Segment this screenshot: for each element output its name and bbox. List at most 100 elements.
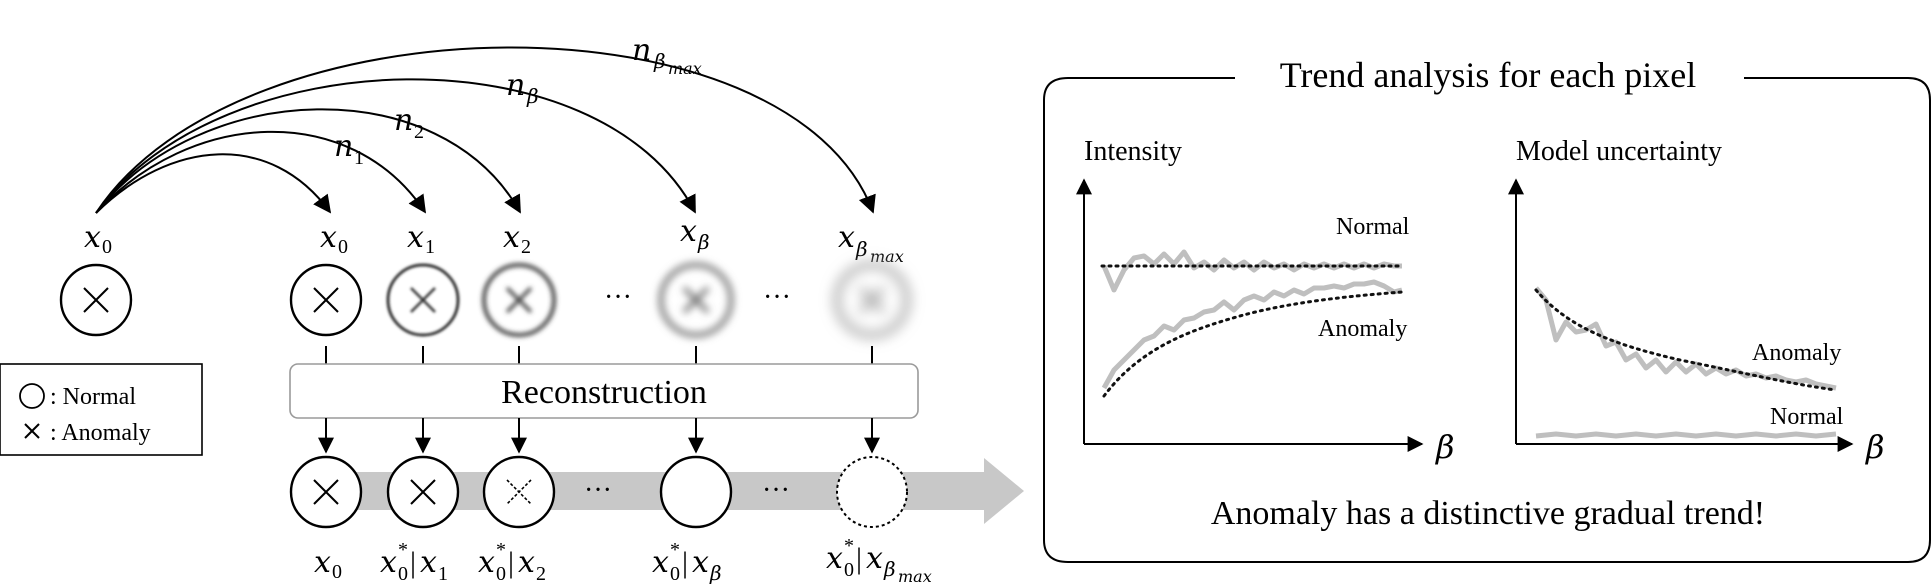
svg-text:2: 2 (536, 563, 546, 585)
chart-intensity: Intensity β Normal Anomaly (1076, 136, 1455, 466)
svg-text:*: * (670, 539, 680, 561)
trend-panel-footer: Anomaly has a distinctive gradual trend! (1211, 495, 1765, 532)
ellipsis-bottom-1: ··· (584, 475, 612, 506)
svg-text:0: 0 (338, 236, 348, 258)
svg-text:β: β (697, 230, 710, 254)
legend-anomaly-symbol (24, 423, 40, 439)
svg-text:x: x (320, 220, 337, 255)
output-label-x2: x * 0 | x 2 (478, 539, 546, 585)
legend-normal-label: : Normal (50, 384, 136, 410)
chart-intensity-xlabel: β (1435, 428, 1455, 466)
noisy-circle-x0 (289, 263, 363, 337)
noisy-circle-xbetamax (833, 261, 911, 339)
output-label-xbetamax: x * 0 | x β max (826, 535, 932, 586)
legend: : Normal : Anomaly (0, 363, 203, 456)
chart-uncertainty-anomaly-line (1534, 286, 1837, 391)
noise-label-nbeta: n β (506, 68, 539, 108)
chart-uncertainty: Model uncertainty β Anomaly Normal (1508, 136, 1885, 466)
svg-text:x: x (838, 220, 855, 255)
svg-text:0: 0 (496, 563, 506, 585)
ellipsis-top-1: ··· (604, 282, 632, 313)
svg-text:|: | (508, 546, 514, 579)
svg-text:n: n (632, 33, 651, 68)
output-label-x0: x 0 (314, 545, 342, 583)
output-label-x1: x * 0 | x 1 (380, 539, 448, 585)
svg-text:β: β (855, 237, 868, 261)
noise-label-n1: n 1 (334, 129, 364, 169)
noisy-circle-x1 (386, 263, 460, 337)
svg-text:max: max (668, 59, 702, 78)
connectors-bottom (318, 418, 880, 454)
svg-text:1: 1 (354, 147, 364, 169)
source-label: x 0 (84, 220, 112, 258)
svg-text:0: 0 (398, 563, 408, 585)
svg-text:x: x (866, 541, 883, 576)
reconstruction-label: Reconstruction (501, 374, 707, 411)
svg-text:*: * (398, 539, 408, 561)
chart-intensity-ylabel: Intensity (1084, 136, 1182, 167)
noisy-label-x1: x 1 (407, 220, 435, 258)
arc-n1 (95, 153, 332, 214)
output-circle-xbeta (659, 455, 733, 529)
noisy-label-xbeta: x β (680, 214, 710, 254)
noisy-label-xbetamax: x β max (838, 220, 904, 266)
svg-text:x: x (652, 545, 669, 580)
noise-label-nbetamax: n β max (632, 33, 702, 78)
noisy-circle-xbeta (658, 262, 734, 338)
svg-text:n: n (506, 68, 525, 103)
chart-intensity-normal-label: Normal (1336, 214, 1410, 240)
output-circle-x0 (289, 455, 363, 529)
svg-text:x: x (407, 220, 424, 255)
chart-intensity-anomaly-label: Anomaly (1318, 316, 1407, 342)
chart-uncertainty-anomaly-label: Anomaly (1752, 340, 1841, 366)
svg-text:|: | (856, 542, 862, 575)
noise-arcs (95, 46, 876, 214)
svg-text:x: x (518, 545, 535, 580)
svg-text:*: * (844, 535, 854, 557)
svg-text:1: 1 (438, 563, 448, 585)
svg-text:0: 0 (670, 563, 680, 585)
reconstruction-box: Reconstruction (289, 363, 919, 419)
svg-text:x: x (380, 545, 397, 580)
noise-label-n2: n 2 (394, 103, 424, 143)
ellipsis-bottom-2: ··· (762, 475, 790, 506)
chart-uncertainty-xlabel: β (1865, 428, 1885, 466)
svg-text:x: x (680, 214, 697, 249)
svg-text:x: x (478, 545, 495, 580)
chart-intensity-anomaly-line (1101, 279, 1403, 390)
svg-text:β: β (883, 557, 896, 581)
output-circle-xbetamax (836, 456, 908, 528)
svg-text:x: x (84, 220, 101, 255)
arc-n3 (95, 108, 521, 214)
chart-uncertainty-anomaly-trend (1534, 288, 1838, 392)
trend-panel-title: Trend analysis for each pixel (1280, 55, 1697, 95)
svg-text:|: | (682, 546, 688, 579)
trend-panel: Trend analysis for each pixel Anomaly ha… (1043, 55, 1931, 563)
svg-text:max: max (898, 567, 932, 586)
svg-text:*: * (496, 539, 506, 561)
svg-text:n: n (394, 103, 413, 138)
svg-text:n: n (334, 129, 353, 164)
output-circle-x1 (386, 455, 460, 529)
svg-text:β: β (526, 84, 539, 108)
svg-text:1: 1 (425, 236, 435, 258)
svg-text:2: 2 (414, 121, 424, 143)
chart-intensity-anomaly-trend (1102, 290, 1404, 398)
chart-uncertainty-normal-line (1535, 431, 1837, 439)
ellipsis-top-2: ··· (763, 282, 791, 313)
svg-text:0: 0 (844, 559, 854, 581)
arc-nbeta (95, 78, 696, 214)
legend-normal-symbol (19, 383, 45, 409)
connectors-top (325, 346, 873, 364)
legend-anomaly-label: : Anomaly (50, 420, 151, 446)
noisy-label-x2: x 2 (503, 220, 531, 258)
noisy-label-x0: x 0 (320, 220, 348, 258)
arc-n2 (95, 130, 427, 214)
svg-text:x: x (420, 545, 437, 580)
svg-text:x: x (692, 545, 709, 580)
chart-intensity-normal-line (1101, 249, 1402, 293)
arc-nbetamax (95, 46, 876, 214)
svg-text:β: β (709, 561, 722, 585)
chart-uncertainty-normal-label: Normal (1770, 404, 1844, 430)
